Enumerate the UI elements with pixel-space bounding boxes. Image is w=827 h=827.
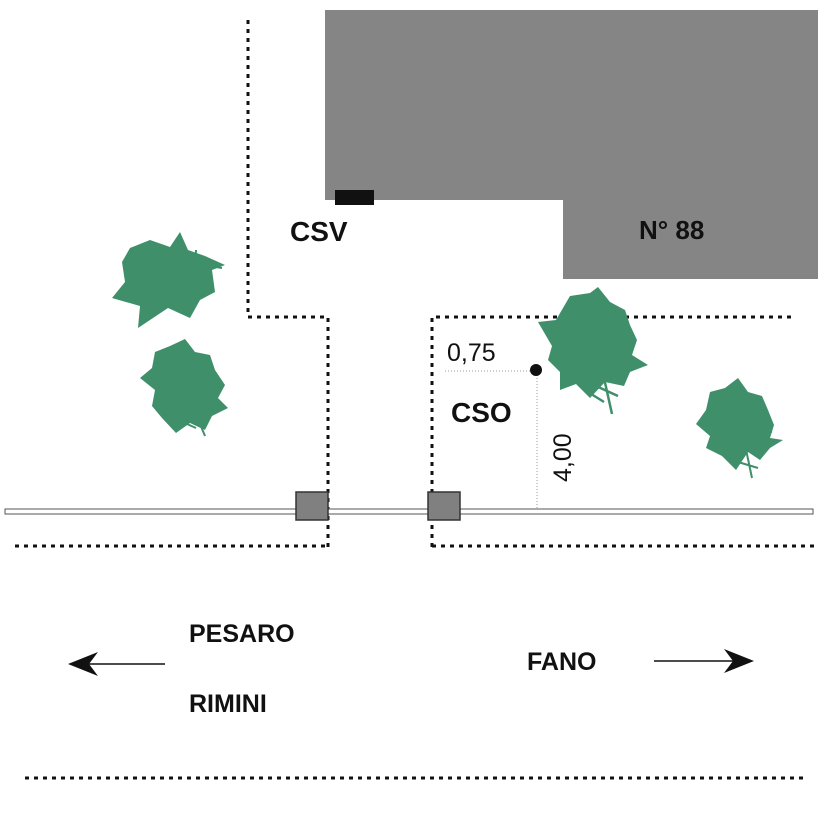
dimension-horizontal-label: 0,75 <box>447 339 496 367</box>
csv-marker <box>335 190 374 205</box>
arrow-left-icon <box>68 652 165 676</box>
pesaro-label: PESARO <box>189 620 295 648</box>
rimini-label: RIMINI <box>189 690 267 718</box>
sewer-pipe <box>4 508 814 515</box>
boundary-left-upper <box>246 20 330 547</box>
building-number-label: N° 88 <box>639 215 704 245</box>
fano-label: FANO <box>527 648 596 676</box>
cso-point <box>530 364 542 376</box>
building-n88 <box>325 10 818 279</box>
csv-label: CSV <box>290 216 348 247</box>
boundary-right-upper <box>430 315 795 547</box>
tree-icon <box>538 287 648 415</box>
tree-icon <box>140 339 228 437</box>
tree-icon <box>112 232 225 328</box>
manhole-box-left <box>295 491 329 521</box>
cso-label: CSO <box>451 397 512 428</box>
arrow-right-icon <box>654 649 754 673</box>
property-boundaries <box>15 20 818 780</box>
dimension-vertical-label: 4,00 <box>549 433 577 482</box>
manhole-box-right <box>427 491 461 521</box>
tree-icon <box>696 378 783 479</box>
